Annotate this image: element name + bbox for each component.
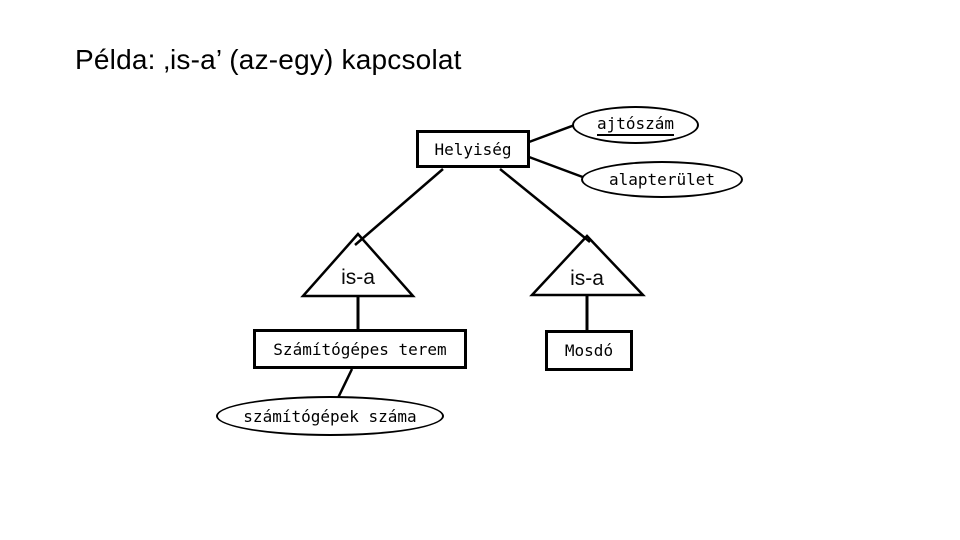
entity-szamitogepes-terem-label: Számítógépes terem xyxy=(273,339,447,359)
connector-helyiseg-alapterulet xyxy=(528,155,589,181)
attribute-alapterulet: alapterület xyxy=(581,161,743,198)
attribute-ajtoszam: ajtószám xyxy=(572,106,699,144)
attribute-alapterulet-label: alapterület xyxy=(609,170,715,189)
entity-mosdo: Mosdó xyxy=(545,330,633,371)
connector-helyiseg-ajtoszam xyxy=(528,121,581,144)
connector-helyiseg-isa-left xyxy=(354,168,444,246)
isa-label-right: is-a xyxy=(570,267,604,290)
entity-helyiseg-label: Helyiség xyxy=(434,139,512,159)
isa-label-left: is-a xyxy=(341,266,375,289)
attribute-szamitogepek-szama-label: számítógépek száma xyxy=(243,406,417,426)
attribute-ajtoszam-label: ajtószám xyxy=(596,114,675,136)
entity-helyiseg: Helyiség xyxy=(416,130,530,168)
entity-mosdo-label: Mosdó xyxy=(564,341,614,360)
attribute-szamitogepek-szama: számítógépek száma xyxy=(216,396,444,436)
connector-terem-szamitogepek xyxy=(335,368,354,401)
connector-helyiseg-isa-right xyxy=(499,168,591,243)
slide-title: Példa: ‚is-a’ (az-egy) kapcsolat xyxy=(75,44,462,75)
entity-szamitogepes-terem: Számítógépes terem xyxy=(253,329,467,369)
